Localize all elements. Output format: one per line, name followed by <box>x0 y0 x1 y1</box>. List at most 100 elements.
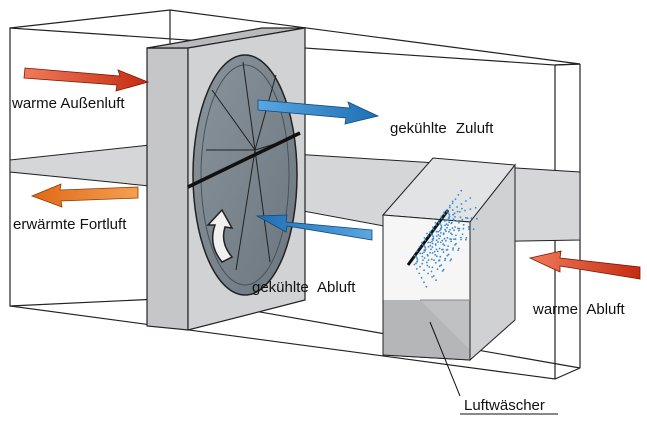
spray-droplet <box>444 257 447 260</box>
arrow-cooled-supply-air-icon <box>257 99 380 125</box>
spray-droplet <box>419 252 422 255</box>
spray-droplet <box>445 230 447 233</box>
spray-droplet <box>418 245 421 248</box>
spray-droplet <box>465 237 468 239</box>
spray-droplet <box>456 220 458 223</box>
spray-droplet <box>448 206 451 209</box>
spray-droplet <box>438 237 440 240</box>
spray-droplet <box>426 235 429 237</box>
spray-droplet <box>442 233 445 236</box>
spray-droplet <box>455 242 457 245</box>
spray-droplet <box>429 241 432 244</box>
spray-droplet <box>422 259 424 261</box>
spray-droplet <box>469 208 472 211</box>
spray-droplet <box>436 268 439 271</box>
spray-droplet <box>447 245 449 248</box>
spray-droplet <box>433 250 436 253</box>
spray-droplet <box>431 233 434 236</box>
spray-droplet <box>423 257 426 259</box>
spray-droplet <box>426 232 428 235</box>
spray-droplet <box>443 211 445 214</box>
spray-droplet <box>453 212 456 215</box>
spray-droplet <box>435 239 438 242</box>
spray-droplet <box>454 216 456 218</box>
spray-droplet <box>431 252 434 254</box>
spray-droplet <box>447 253 450 256</box>
spray-droplet <box>437 219 440 222</box>
spray-droplet <box>449 259 452 262</box>
spray-droplet <box>453 219 455 222</box>
spray-droplet <box>442 268 445 271</box>
spray-droplet <box>421 241 423 244</box>
spray-droplet <box>467 226 470 228</box>
spray-droplet <box>441 248 443 251</box>
arrow-warm-extract-air-icon <box>528 250 641 280</box>
spray-droplet <box>443 213 446 216</box>
spray-droplet <box>416 260 418 263</box>
spray-droplet <box>441 270 444 272</box>
spray-droplet <box>454 226 456 228</box>
spray-droplet <box>448 221 451 224</box>
spray-droplet <box>448 213 451 216</box>
spray-droplet <box>448 230 450 233</box>
spray-droplet <box>461 218 464 221</box>
spray-droplet <box>418 272 421 275</box>
spray-droplet <box>449 228 451 231</box>
spray-droplet <box>432 237 435 240</box>
spray-droplet <box>432 235 435 238</box>
spray-droplet <box>441 239 444 242</box>
spray-droplet <box>461 207 463 210</box>
spray-droplet <box>450 258 453 260</box>
spray-droplet <box>449 238 451 240</box>
spray-droplet <box>443 220 446 222</box>
spray-droplet <box>440 215 443 218</box>
spray-droplet <box>440 232 442 234</box>
spray-droplet <box>446 254 449 257</box>
spray-droplet <box>445 223 448 226</box>
spray-droplet <box>451 200 454 203</box>
spray-droplet <box>465 200 467 202</box>
spray-droplet <box>427 272 429 275</box>
spray-droplet <box>454 238 457 241</box>
spray-droplet <box>465 238 467 241</box>
spray-droplet <box>429 252 431 254</box>
spray-droplet <box>439 241 442 244</box>
spray-droplet <box>451 202 454 205</box>
spray-droplet <box>456 206 458 208</box>
spray-droplet <box>429 232 432 235</box>
spray-droplet <box>448 215 451 218</box>
spray-droplet <box>423 237 426 239</box>
spray-droplet <box>448 217 450 220</box>
spray-droplet <box>430 258 433 261</box>
spray-droplet <box>466 217 469 220</box>
spray-droplet <box>444 228 446 231</box>
spray-droplet <box>437 234 440 236</box>
spray-droplet <box>465 216 467 219</box>
spray-droplet <box>445 219 447 222</box>
spray-droplet <box>432 275 435 277</box>
spray-droplet <box>433 259 435 262</box>
spray-droplet <box>444 224 446 227</box>
spray-droplet <box>440 228 442 231</box>
spray-droplet <box>457 249 459 252</box>
spray-droplet <box>415 262 417 265</box>
spray-droplet <box>421 252 424 255</box>
air-washer-leader-line <box>429 321 461 397</box>
spray-droplet <box>426 264 429 267</box>
spray-droplet <box>416 257 418 260</box>
spray-droplet <box>458 227 461 230</box>
spray-droplet <box>425 285 428 288</box>
spray-droplet <box>439 255 442 258</box>
spray-droplet <box>452 213 455 216</box>
spray-droplet <box>415 255 417 258</box>
spray-droplet <box>416 250 418 253</box>
spray-droplet <box>416 259 419 261</box>
spray-droplet <box>472 228 475 231</box>
spray-droplet <box>423 281 425 284</box>
spray-droplet <box>423 269 425 271</box>
spray-droplet <box>456 210 459 213</box>
spray-droplet <box>461 233 464 236</box>
spray-droplet <box>427 245 430 248</box>
spray-droplet <box>439 223 442 225</box>
